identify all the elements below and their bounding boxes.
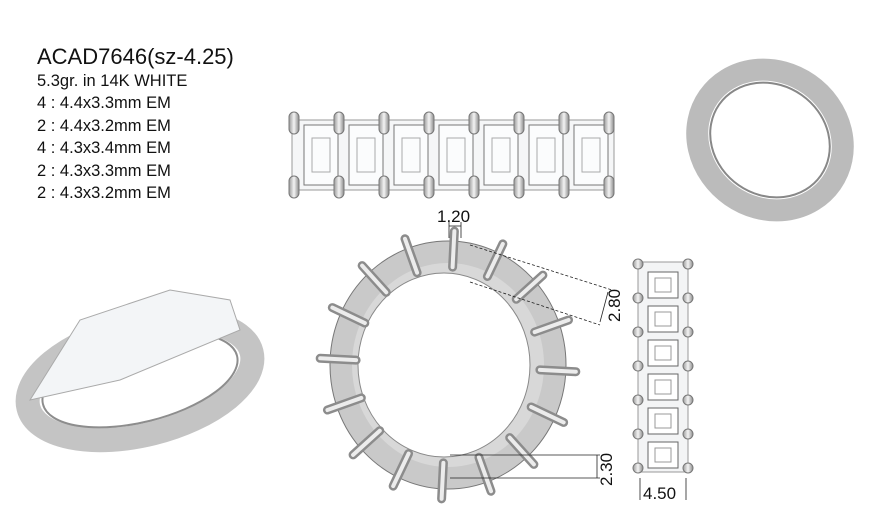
dim-band-thickness: 2.30 bbox=[597, 453, 616, 486]
stone-facet bbox=[311, 137, 331, 173]
stone-spec: 2 : 4.4x3.2mm EM bbox=[37, 116, 171, 135]
stone-facet bbox=[654, 345, 672, 361]
prong-highlight bbox=[318, 356, 359, 363]
stone-facet bbox=[401, 137, 421, 173]
prong-highlight bbox=[351, 428, 382, 457]
prong-highlight bbox=[476, 455, 494, 494]
spec-block: ACAD7646(sz-4.25) 5.3gr. in 14K WHITE 4 … bbox=[37, 44, 234, 204]
prong bbox=[682, 292, 694, 304]
stone-facet bbox=[654, 447, 672, 463]
prong bbox=[632, 258, 644, 270]
stone-facet bbox=[356, 137, 376, 173]
perspective-view-bottom-left bbox=[15, 289, 265, 453]
stone bbox=[647, 441, 679, 469]
prong bbox=[632, 462, 644, 474]
side-view bbox=[632, 258, 694, 474]
prong bbox=[682, 462, 694, 474]
prong-highlight bbox=[532, 317, 571, 335]
stone-facet bbox=[654, 413, 672, 429]
stone bbox=[393, 124, 429, 186]
prong bbox=[682, 394, 694, 406]
stone-facet bbox=[446, 137, 466, 173]
stone-spec: 2 : 4.3x3.3mm EM bbox=[37, 161, 171, 180]
prong bbox=[378, 111, 390, 135]
prong bbox=[632, 428, 644, 440]
prong-highlight bbox=[450, 229, 457, 270]
prong bbox=[682, 258, 694, 270]
prong bbox=[603, 175, 615, 199]
prong bbox=[288, 175, 300, 199]
stone-facet bbox=[654, 311, 672, 327]
prong bbox=[423, 175, 435, 199]
prong bbox=[468, 111, 480, 135]
stone bbox=[528, 124, 564, 186]
stone bbox=[647, 407, 679, 435]
model-title: ACAD7646(sz-4.25) bbox=[37, 44, 234, 69]
prong bbox=[632, 292, 644, 304]
dim-prong-width: 1.20 bbox=[437, 207, 470, 226]
prong-highlight bbox=[360, 263, 389, 295]
prong bbox=[558, 175, 570, 199]
stone-spec: 2 : 4.3x3.2mm EM bbox=[37, 184, 171, 203]
prong bbox=[632, 360, 644, 372]
dimension-lines bbox=[448, 222, 687, 500]
front-view bbox=[315, 226, 581, 504]
prong bbox=[423, 111, 435, 135]
prong bbox=[632, 394, 644, 406]
prong bbox=[333, 111, 345, 135]
stone bbox=[647, 339, 679, 367]
stone bbox=[483, 124, 519, 186]
prong-highlight bbox=[391, 451, 411, 489]
stone-facet bbox=[654, 277, 672, 293]
stone-facet bbox=[581, 137, 601, 173]
prong bbox=[682, 360, 694, 372]
prong bbox=[513, 175, 525, 199]
stone bbox=[348, 124, 384, 186]
stone-spec: 4 : 4.3x3.4mm EM bbox=[37, 139, 171, 158]
prong-highlight bbox=[514, 273, 545, 302]
prong bbox=[558, 111, 570, 135]
metal-weight: 5.3gr. in 14K WHITE bbox=[37, 72, 188, 90]
prong bbox=[632, 326, 644, 338]
prong-highlight bbox=[402, 236, 420, 275]
prong-highlight bbox=[439, 460, 446, 501]
stone-facet bbox=[536, 137, 556, 173]
prong-highlight bbox=[507, 435, 536, 467]
prong bbox=[682, 326, 694, 338]
prong bbox=[333, 175, 345, 199]
stone bbox=[647, 305, 679, 333]
prong bbox=[468, 175, 480, 199]
prong-highlight bbox=[485, 241, 505, 279]
prong bbox=[603, 111, 615, 135]
prong bbox=[378, 175, 390, 199]
stone bbox=[647, 373, 679, 401]
prong-highlight bbox=[529, 404, 566, 425]
prong-highlight bbox=[325, 395, 364, 413]
dim-band-width: 4.50 bbox=[643, 484, 676, 503]
stone bbox=[303, 124, 339, 186]
stone-facet bbox=[491, 137, 511, 173]
dim-stone-height: 2.80 bbox=[605, 289, 624, 322]
prong bbox=[288, 111, 300, 135]
prong bbox=[513, 111, 525, 135]
prong-highlight bbox=[537, 367, 578, 374]
prong-highlight bbox=[330, 305, 367, 326]
perspective-view-top-right bbox=[686, 58, 854, 222]
stone bbox=[438, 124, 474, 186]
stone bbox=[573, 124, 609, 186]
prong bbox=[682, 428, 694, 440]
stone bbox=[647, 271, 679, 299]
stone-facet bbox=[654, 379, 672, 395]
stone-spec: 4 : 4.4x3.3mm EM bbox=[37, 94, 171, 113]
top-view bbox=[288, 111, 615, 199]
